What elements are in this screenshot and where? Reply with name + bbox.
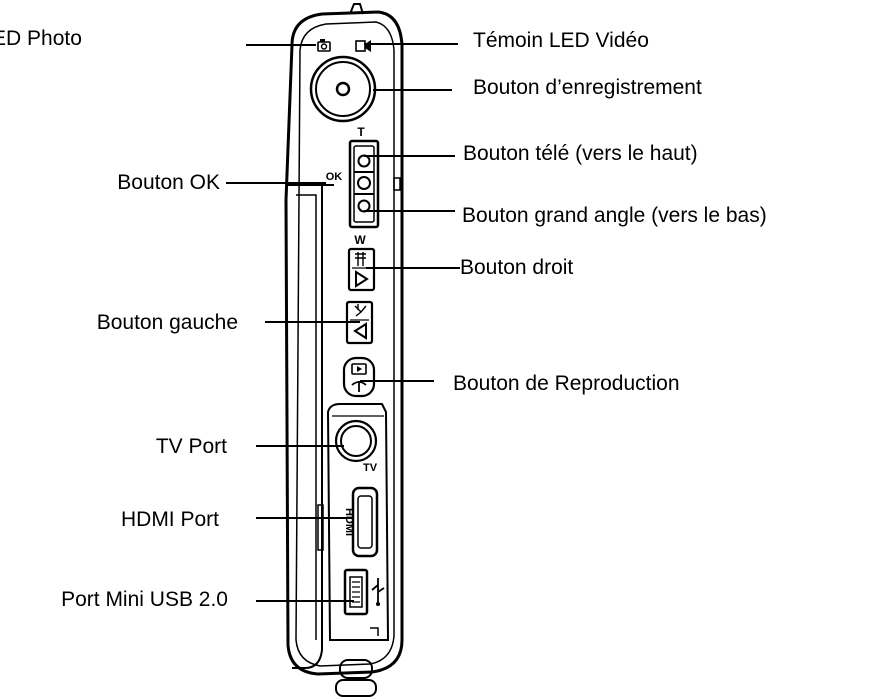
label-left: Bouton gauche (97, 311, 238, 334)
label-led-video: Témoin LED Vidéo (473, 29, 649, 52)
label-tv-port: TV Port (156, 435, 227, 458)
ok-mark: OK (326, 171, 343, 183)
led-video-indicator (355, 40, 371, 52)
hdmi-port (351, 486, 379, 558)
usb-port (343, 568, 369, 616)
label-hdmi-port: HDMI Port (121, 508, 219, 531)
right-button[interactable] (347, 247, 376, 292)
hdmi-mark: HDMI (343, 508, 355, 536)
tv-port (334, 419, 378, 463)
label-record: Bouton d’enregistrement (473, 76, 702, 99)
led-photo-indicator (317, 39, 331, 52)
tv-mark: TV (363, 462, 378, 474)
camera-body (284, 3, 404, 697)
wide-mark: W (354, 233, 366, 247)
label-led-photo: ED Photo (0, 27, 82, 50)
usb-icon (371, 578, 385, 606)
label-right: Bouton droit (460, 256, 573, 279)
zoom-rocker[interactable] (348, 139, 380, 229)
playback-button[interactable] (342, 356, 376, 398)
label-tele: Bouton télé (vers le haut) (463, 142, 698, 165)
label-usb-port: Port Mini USB 2.0 (61, 588, 228, 611)
label-playback: Bouton de Reproduction (453, 372, 680, 395)
label-ok: Bouton OK (117, 171, 220, 194)
label-wide: Bouton grand angle (vers le bas) (462, 204, 767, 227)
tele-mark: T (357, 125, 365, 139)
record-button[interactable] (309, 55, 377, 123)
